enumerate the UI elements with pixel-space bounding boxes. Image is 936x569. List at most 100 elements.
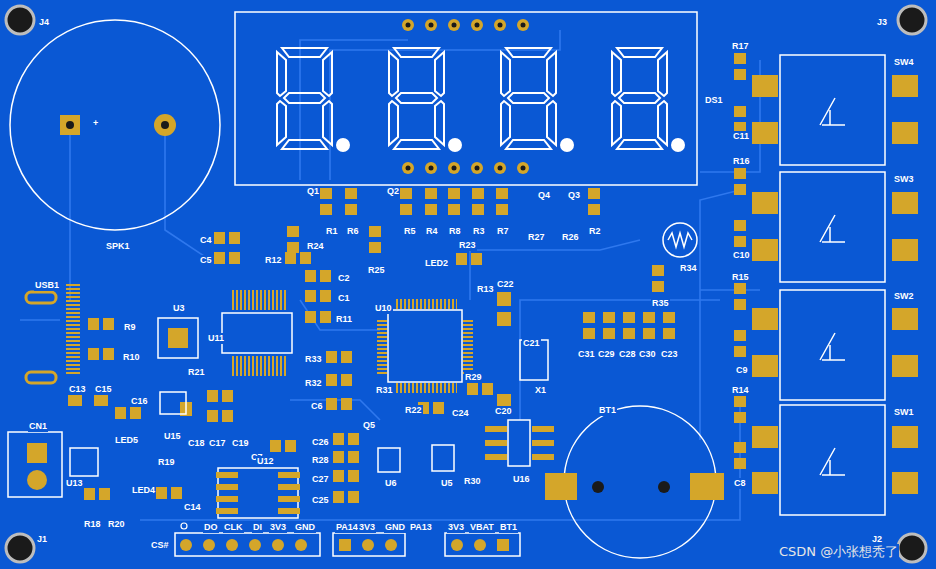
smd-pad bbox=[623, 312, 635, 339]
silkscreen-label: C20 bbox=[494, 406, 513, 417]
photoresistor bbox=[663, 223, 697, 257]
silkscreen-label: R15 bbox=[731, 272, 750, 283]
smd-pad bbox=[497, 312, 511, 326]
pin-name: CS# bbox=[150, 540, 170, 551]
mount-hole bbox=[6, 6, 34, 34]
smd-pad bbox=[88, 348, 114, 360]
smd-pad bbox=[496, 188, 508, 215]
trace bbox=[20, 30, 760, 520]
seven-segment-display bbox=[448, 19, 460, 31]
battery-holder bbox=[690, 473, 724, 500]
smd-pad bbox=[588, 188, 600, 215]
smd-pad bbox=[287, 226, 299, 253]
pin-name: BT1 bbox=[499, 522, 518, 533]
connector-outline bbox=[180, 539, 509, 551]
silkscreen-label: C15 bbox=[94, 384, 113, 395]
speaker-outline bbox=[161, 121, 169, 129]
connector-outline bbox=[203, 539, 215, 551]
silkscreen-label: R32 bbox=[304, 378, 323, 389]
pin-name: DI bbox=[252, 522, 263, 533]
ic-footprint bbox=[395, 299, 457, 309]
ic-footprint bbox=[160, 392, 186, 414]
smd-pad bbox=[497, 292, 511, 306]
pin-name: PA14 bbox=[335, 522, 359, 533]
mount-hole bbox=[898, 534, 926, 562]
seven-segment-display bbox=[452, 23, 457, 28]
silkscreen-label: CN1 bbox=[28, 421, 48, 432]
silkscreen-label: X1 bbox=[534, 385, 547, 396]
smd-pad bbox=[333, 470, 359, 482]
seven-segment-display bbox=[517, 162, 529, 174]
switch-pad bbox=[892, 426, 918, 448]
seven-segment-display bbox=[612, 48, 667, 149]
smd-pad bbox=[583, 312, 595, 339]
seven-segment-display bbox=[402, 19, 529, 174]
silkscreen-label: C26 bbox=[311, 437, 330, 448]
smd-pad bbox=[207, 410, 233, 422]
silkscreen-label: U6 bbox=[384, 478, 398, 489]
smd-pad bbox=[663, 312, 675, 339]
ic-footprint bbox=[508, 420, 530, 466]
seven-segment-display bbox=[406, 166, 411, 171]
silkscreen-label: C4 bbox=[199, 235, 213, 246]
seven-segment-display bbox=[389, 48, 444, 149]
switch-outline bbox=[820, 215, 845, 242]
seven-segment-display bbox=[501, 48, 556, 149]
connector-outline bbox=[272, 539, 284, 551]
pin-name: VBAT bbox=[469, 522, 495, 533]
connector-outline bbox=[497, 539, 509, 551]
pin-name: PA13 bbox=[409, 522, 433, 533]
ic-footprint bbox=[395, 383, 457, 393]
smd-pad bbox=[369, 226, 381, 253]
silkscreen-label: C21 bbox=[522, 338, 541, 349]
seven-segment-display bbox=[498, 23, 503, 28]
smd-pad bbox=[345, 188, 357, 215]
smd-pad bbox=[333, 491, 359, 503]
seven-segment-display bbox=[448, 162, 460, 174]
silkscreen-label: C1 bbox=[337, 293, 351, 304]
seven-segment-display bbox=[406, 23, 526, 171]
pin-name: GND bbox=[384, 522, 406, 533]
photoresistor bbox=[663, 223, 697, 257]
smd-pad bbox=[156, 487, 182, 499]
mount-hole bbox=[6, 6, 926, 562]
switch-outline bbox=[780, 55, 885, 515]
silkscreen-label: USB1 bbox=[34, 280, 60, 291]
ic-footprint bbox=[378, 448, 400, 472]
smd-pad bbox=[94, 394, 108, 406]
switch-pad bbox=[752, 75, 918, 494]
connector-outline bbox=[249, 539, 261, 551]
speaker-outline bbox=[10, 20, 220, 230]
silkscreen-label: C18 bbox=[187, 438, 206, 449]
silkscreen-label: U5 bbox=[440, 478, 454, 489]
ic-footprint bbox=[278, 472, 300, 478]
silkscreen-label: R13 bbox=[476, 284, 495, 295]
switch-outline bbox=[780, 290, 885, 400]
silkscreen-label: R35 bbox=[651, 298, 670, 309]
ic-footprint bbox=[216, 508, 238, 514]
seven-segment-display bbox=[498, 166, 503, 171]
smd-pad bbox=[603, 312, 615, 339]
switch-outline bbox=[780, 55, 885, 165]
silkscreen-label: J4 bbox=[38, 17, 50, 28]
silkscreen-label: R24 bbox=[306, 241, 325, 252]
smd-pad bbox=[643, 312, 655, 339]
connector-outline bbox=[8, 432, 62, 497]
silkscreen-label: U12 bbox=[256, 456, 275, 467]
pin-name: 3V3 bbox=[447, 522, 465, 533]
silkscreen-label: C25 bbox=[311, 495, 330, 506]
silkscreen-label: R20 bbox=[107, 519, 126, 530]
smd-pad bbox=[270, 440, 296, 452]
silkscreen-label: C9 bbox=[735, 365, 749, 376]
switch-pad bbox=[752, 75, 778, 97]
switch-pad bbox=[892, 472, 918, 494]
silkscreen-label: R22 bbox=[404, 405, 423, 416]
silkscreen-label: C10 bbox=[732, 250, 751, 261]
connector-outline bbox=[27, 470, 47, 490]
smd-pad bbox=[497, 394, 511, 406]
silkscreen-label: R21 bbox=[187, 367, 206, 378]
pin-name: GND bbox=[294, 522, 316, 533]
connector-outline bbox=[226, 539, 238, 551]
silkscreen-label: R12 bbox=[264, 255, 283, 266]
